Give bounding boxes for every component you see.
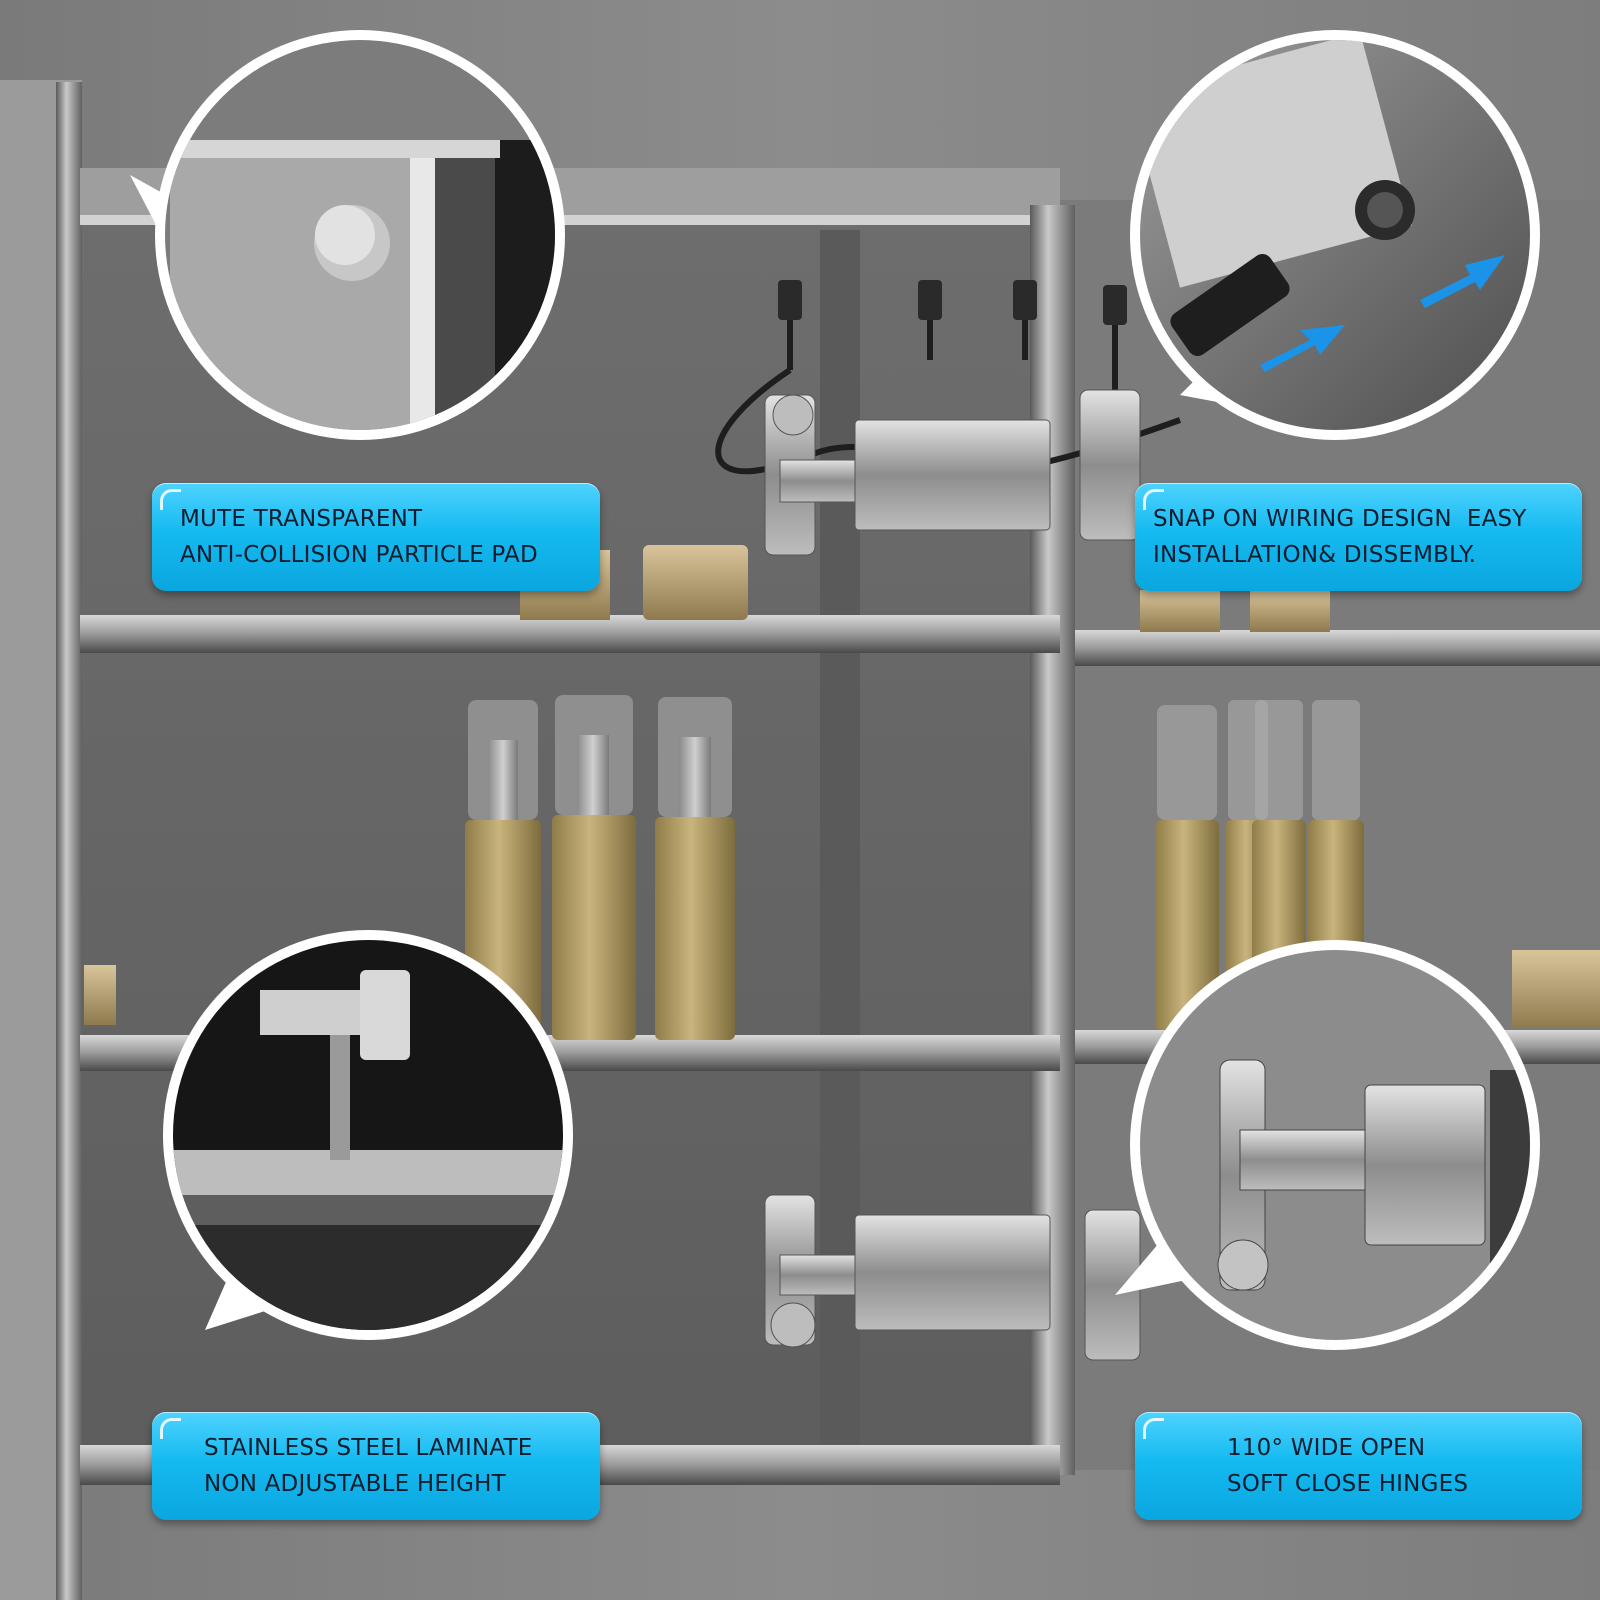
callout-hinges-line2: SOFT CLOSE HINGES <box>1227 1471 1469 1497</box>
callout-wiring-line2: INSTALLATION& DISSEMBLY. <box>1153 542 1477 568</box>
zoom-bubble-hinge <box>1115 940 1540 1350</box>
callout-laminate: STAINLESS STEEL LAMINATE NON ADJUSTABLE … <box>152 1412 600 1520</box>
bottles-right <box>1155 700 1364 1030</box>
callout-mute-pad-line2: ANTI-COLLISION PARTICLE PAD <box>180 542 538 568</box>
zoom-bubble-wiring <box>1130 30 1540 440</box>
top-hinges <box>764 389 1141 556</box>
bottom-hinges <box>764 1194 1141 1361</box>
zoom-bubble-laminate <box>163 930 573 1340</box>
callout-wiring-line1: SNAP ON WIRING DESIGN EASY <box>1153 506 1527 532</box>
callout-laminate-line1: STAINLESS STEEL LAMINATE <box>204 1435 533 1461</box>
callout-mute-pad-line1: MUTE TRANSPARENT <box>180 506 423 532</box>
callout-wiring: SNAP ON WIRING DESIGN EASY INSTALLATION&… <box>1135 483 1582 591</box>
callout-mute-pad: MUTE TRANSPARENT ANTI-COLLISION PARTICLE… <box>152 483 600 591</box>
callout-hinges: 110° WIDE OPEN SOFT CLOSE HINGES <box>1135 1412 1582 1520</box>
callout-laminate-line2: NON ADJUSTABLE HEIGHT <box>204 1471 506 1497</box>
callout-hinges-line1: 110° WIDE OPEN <box>1227 1435 1426 1461</box>
